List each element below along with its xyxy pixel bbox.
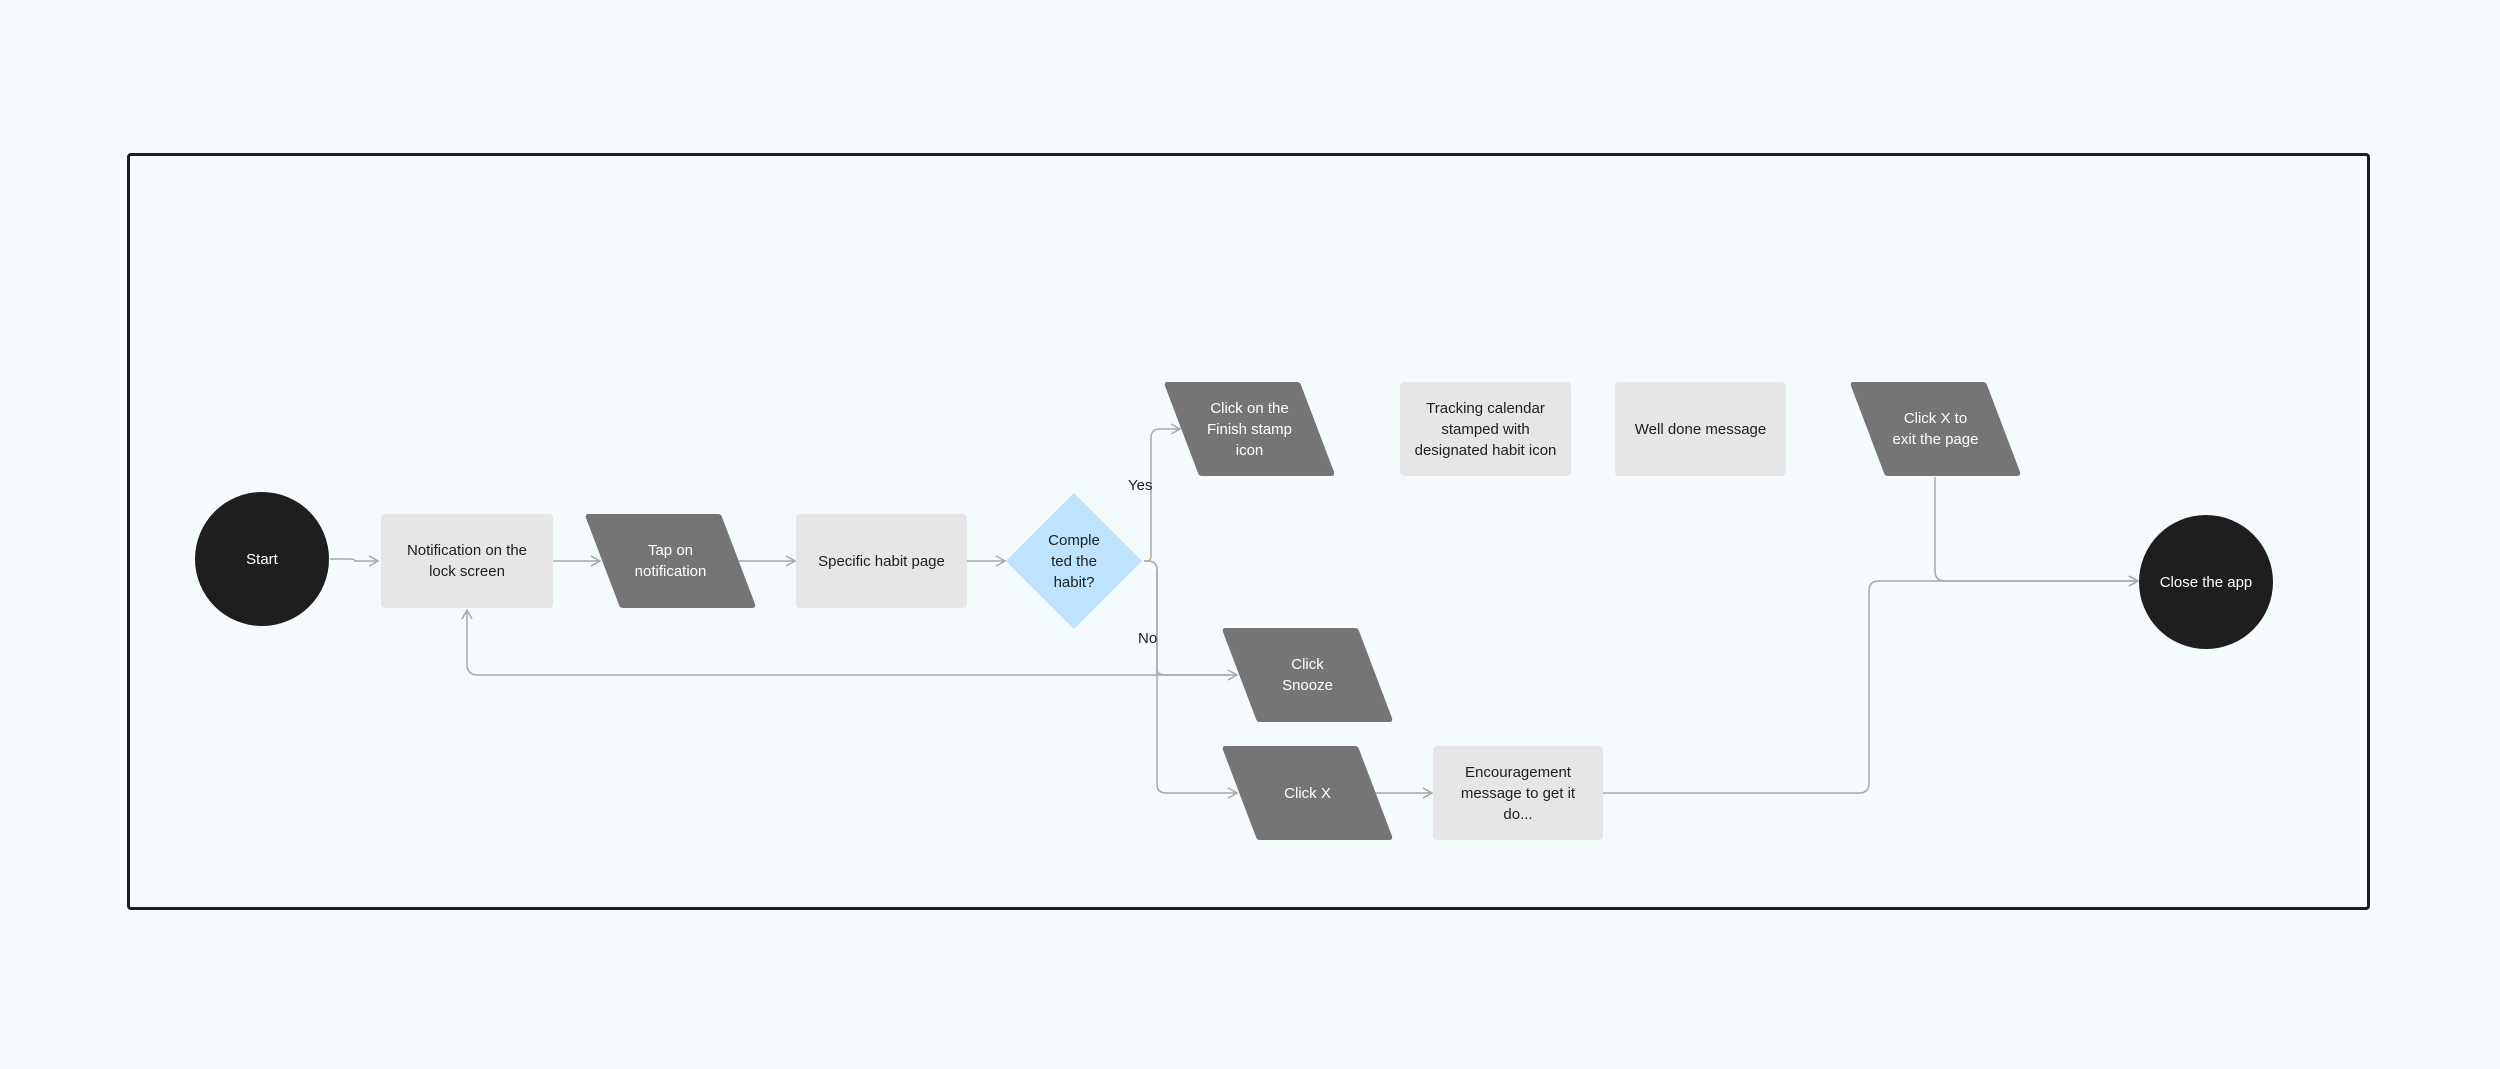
tracking-calendar-node: Tracking calendar stamped with designate… [1400, 382, 1571, 476]
notification-label: Notification on the lock screen [406, 542, 528, 580]
finish-stamp-label: Click on the Finish stamp icon [1206, 399, 1293, 459]
tap-notification-node: Tap on notification [585, 514, 756, 608]
click-x-node: Click X [1222, 746, 1393, 840]
decision-node: Comple ted the habit? [1006, 493, 1142, 629]
well-done-node: Well done message [1615, 382, 1786, 476]
diagram-frame [127, 153, 2370, 910]
decision-label: Comple ted the habit? [1048, 531, 1100, 591]
click-x-label: Click X [1284, 784, 1331, 802]
start-label: Start [246, 550, 278, 568]
habit-page-node: Specific habit page [796, 514, 967, 608]
encouragement-label: Encouragement message to get it do... [1460, 763, 1576, 823]
click-snooze-label: Click Snooze [1282, 656, 1333, 694]
tap-notification-label: Tap on notification [634, 542, 707, 580]
edge-label-no: No [1138, 630, 1158, 647]
edge-exit-close [1934, 477, 2140, 587]
start-node: Start [195, 492, 329, 626]
tracking-calendar-label: Tracking calendar stamped with designate… [1414, 399, 1557, 459]
close-app-label: Close the app [2159, 573, 2253, 591]
edge-encouragement-close [1603, 575, 2140, 794]
click-snooze-node: Click Snooze [1222, 628, 1393, 722]
edge-snooze-notification [461, 608, 1230, 676]
close-app-node: Close the app [2139, 515, 2273, 649]
click-x-exit-node: Click X to exit the page [1850, 382, 2021, 476]
finish-stamp-node: Click on the Finish stamp icon [1164, 382, 1335, 476]
well-done-label: Well done message [1634, 420, 1767, 438]
habit-page-label: Specific habit page [818, 552, 945, 570]
edge-no-clickx [1156, 570, 1239, 799]
click-x-exit-label: Click X to exit the page [1892, 410, 1979, 448]
encouragement-node: Encouragement message to get it do... [1433, 746, 1603, 840]
edge-start-notification [330, 555, 380, 567]
edge-label-yes: Yes [1128, 477, 1153, 494]
notification-node: Notification on the lock screen [381, 514, 553, 608]
